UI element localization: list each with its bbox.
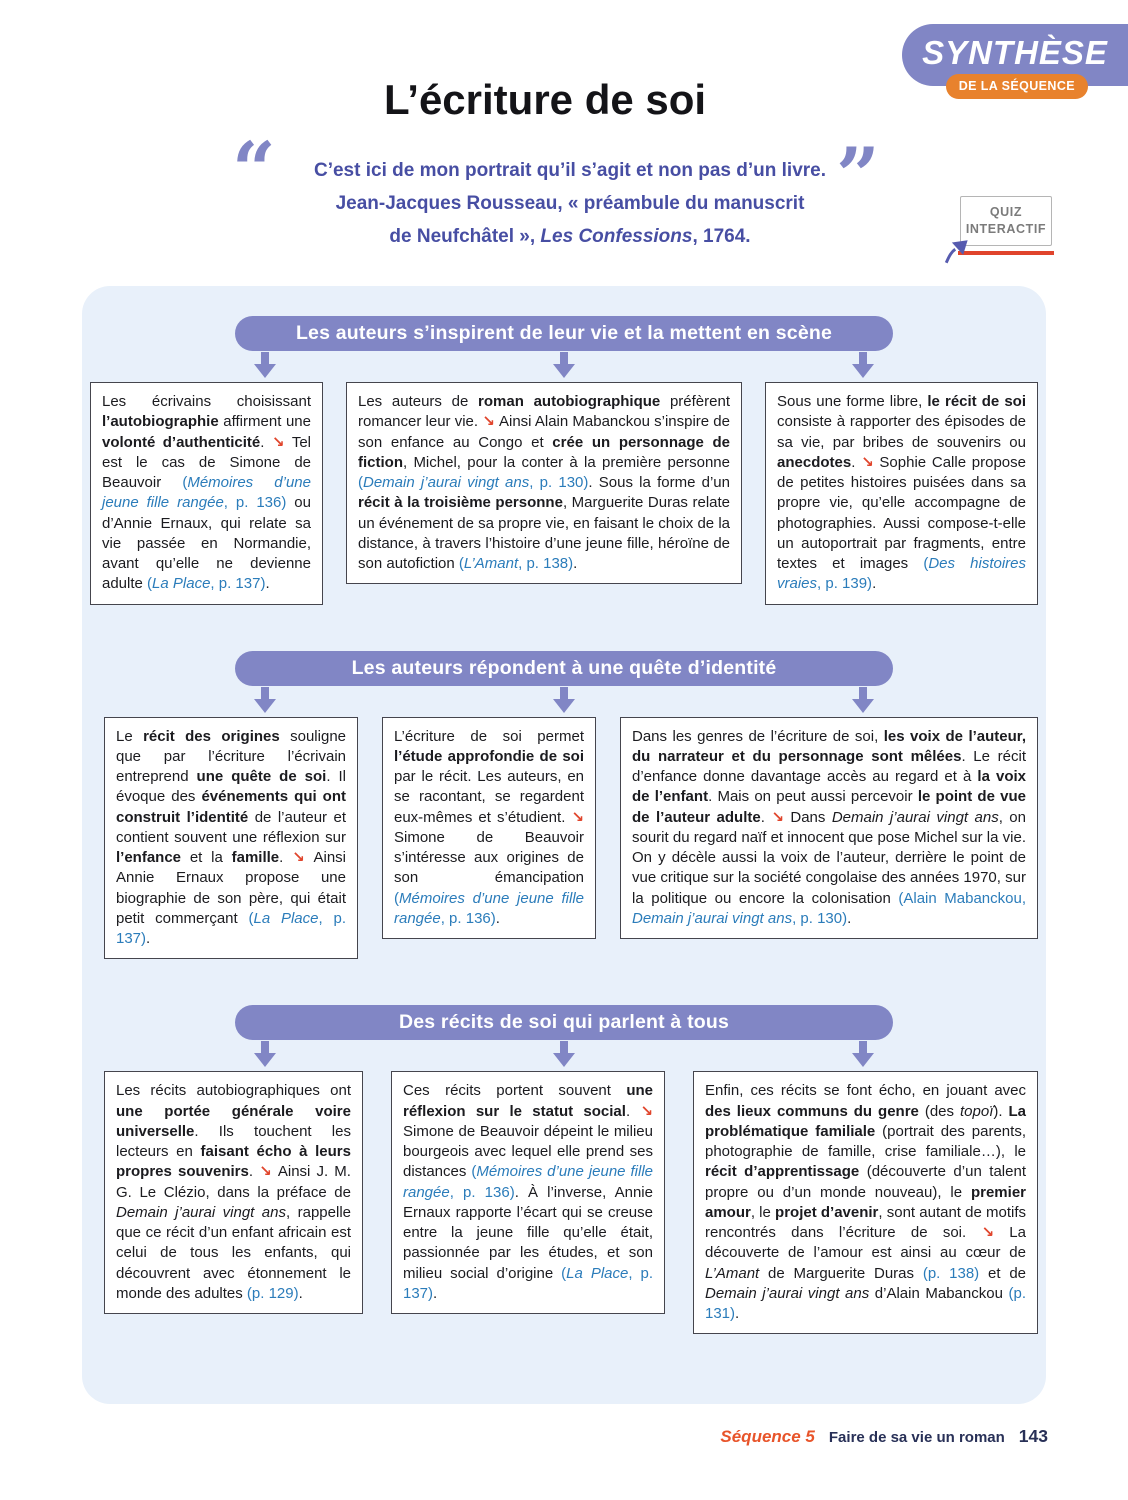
quote-attribution-line1: Jean-Jacques Rousseau, « préambule du ma… bbox=[335, 193, 805, 214]
down-arrow-icon bbox=[852, 686, 874, 713]
quiz-label-line2: INTERACTIF bbox=[965, 222, 1047, 236]
text-box: Les écrivains choisissant l’autobiograph… bbox=[90, 382, 323, 605]
arrow-row bbox=[254, 1041, 874, 1068]
quote-attribution-work: Les Confessions bbox=[540, 226, 693, 247]
arrow-row bbox=[254, 686, 874, 713]
text-box: Enfin, ces récits se font écho, en jouan… bbox=[693, 1071, 1038, 1335]
text-box: L’écriture de soi permet l’étude approfo… bbox=[382, 716, 596, 939]
down-arrow-icon bbox=[553, 686, 575, 713]
text-box: Le récit des origines souligne que par l… bbox=[104, 716, 358, 960]
cursor-icon bbox=[944, 240, 968, 264]
sequence-label: Séquence 5 bbox=[720, 1427, 815, 1446]
down-arrow-icon bbox=[254, 1041, 276, 1068]
page-number: 143 bbox=[1018, 1426, 1048, 1446]
down-arrow-icon bbox=[254, 352, 276, 378]
text-box: Les récits autobiographiques ont une por… bbox=[104, 1071, 363, 1314]
section-identite: Les auteurs répondent à une quête d’iden… bbox=[82, 650, 1046, 960]
text-box: Dans les genres de l’écriture de soi, le… bbox=[620, 716, 1038, 939]
down-arrow-icon bbox=[254, 686, 276, 713]
box-row: Le récit des origines souligne que par l… bbox=[82, 716, 1046, 960]
down-arrow-icon bbox=[852, 1041, 874, 1068]
section-header: Les auteurs répondent à une quête d’iden… bbox=[235, 650, 893, 686]
text-box: Ces récits portent souvent une réflexion… bbox=[391, 1071, 665, 1314]
badge-title: SYNTHÈSE bbox=[922, 34, 1108, 71]
quote-open-icon: “ bbox=[232, 125, 276, 214]
quote-close-icon: ” bbox=[836, 131, 880, 220]
down-arrow-icon bbox=[553, 1041, 575, 1068]
arrow-row bbox=[254, 352, 874, 378]
footer: Séquence 5 Faire de sa vie un roman 143 bbox=[720, 1426, 1048, 1447]
page-title: L’écriture de soi bbox=[383, 76, 707, 123]
text-box: Les auteurs de roman autobiographique pr… bbox=[346, 382, 742, 585]
quiz-button[interactable]: QUIZ INTERACTIF bbox=[960, 196, 1052, 246]
quote-attribution-line2: de Neufchâtel », Les Confessions, 1764. bbox=[270, 220, 870, 253]
section-header: Les auteurs s’inspirent de leur vie et l… bbox=[235, 316, 893, 351]
chapter-title: Faire de sa vie un roman bbox=[828, 1429, 1005, 1446]
quote-attribution-pre: de Neufchâtel », bbox=[389, 226, 541, 247]
section-universalite: Des récits de soi qui parlent à tous Les… bbox=[82, 1005, 1046, 1335]
box-row: Les récits autobiographiques ont une por… bbox=[82, 1071, 1046, 1335]
quote-text: C’est ici de mon portrait qu’il s’agit e… bbox=[313, 160, 827, 181]
quote-block: C’est ici de mon portrait qu’il s’agit e… bbox=[270, 154, 870, 253]
content-panel: Les auteurs s’inspirent de leur vie et l… bbox=[82, 286, 1046, 1404]
section-header: Des récits de soi qui parlent à tous bbox=[235, 1005, 893, 1041]
quote-attribution-post: , 1764. bbox=[692, 226, 751, 247]
down-arrow-icon bbox=[852, 352, 874, 378]
badge-subtitle: DE LA SÉQUENCE bbox=[945, 74, 1088, 99]
quiz-underline bbox=[958, 251, 1054, 255]
down-arrow-icon bbox=[553, 352, 575, 378]
box-row: Les écrivains choisissant l’autobiograph… bbox=[82, 382, 1046, 605]
section-inspiration: Les auteurs s’inspirent de leur vie et l… bbox=[82, 316, 1046, 605]
text-box: Sous une forme libre, le récit de soi co… bbox=[765, 382, 1038, 605]
quiz-label-line1: QUIZ bbox=[989, 205, 1023, 219]
